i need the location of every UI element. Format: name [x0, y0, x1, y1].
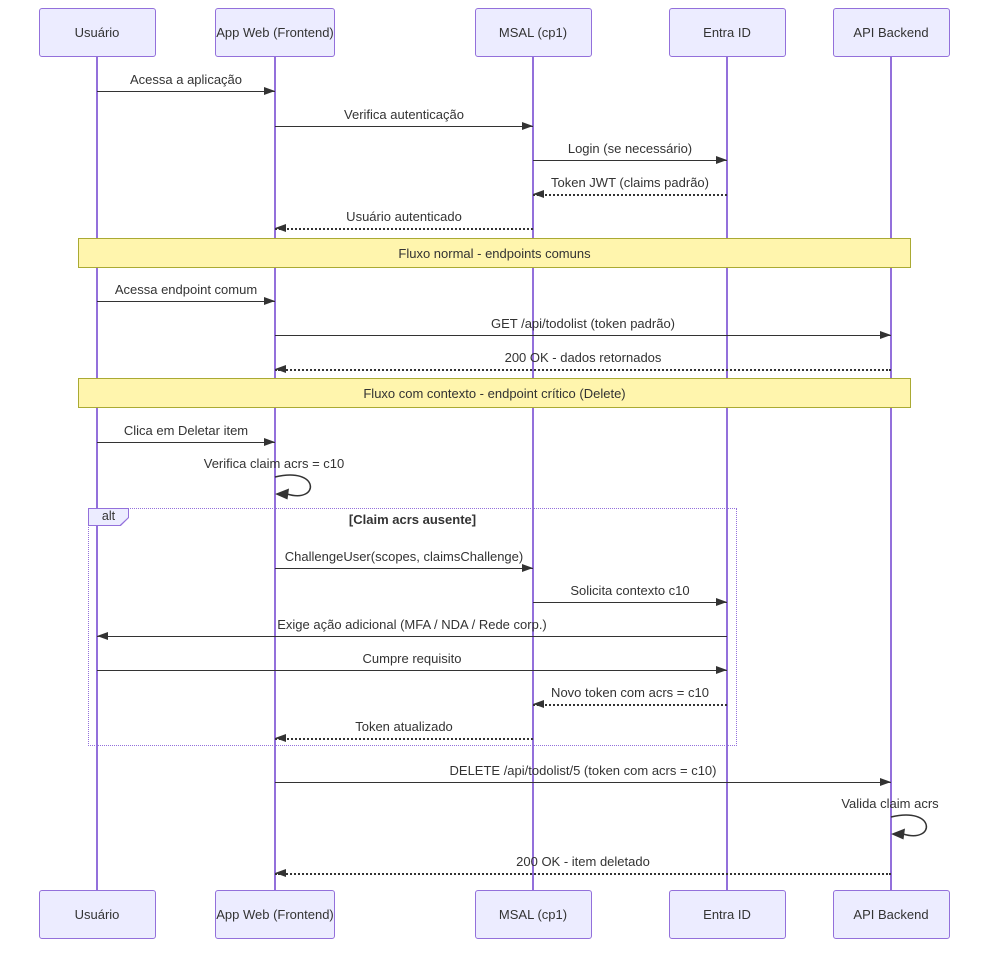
message-line-dotted — [533, 704, 727, 706]
alt-frame: alt [Claim acrs ausente] — [88, 508, 737, 746]
message-label: Novo token com acrs = c10 — [551, 685, 709, 700]
lifeline-appweb — [274, 57, 276, 891]
message-line-solid — [275, 335, 891, 336]
message-line-dotted — [533, 194, 727, 196]
message-line-dotted — [275, 873, 891, 875]
arrowhead-icon — [275, 734, 286, 742]
alt-label-box: alt — [88, 508, 129, 526]
arrowhead-icon — [533, 190, 544, 198]
message-line-dotted — [275, 738, 533, 740]
actor-msal-bottom: MSAL (cp1) — [474, 890, 592, 939]
actor-entra-top: Entra ID — [668, 8, 786, 57]
message-line-solid — [97, 301, 275, 302]
arrowhead-icon — [264, 438, 275, 446]
message-label: Exige ação adicional (MFA / NDA / Rede c… — [277, 617, 547, 632]
arrowhead-icon — [533, 700, 544, 708]
message-label: Acessa endpoint comum — [114, 282, 258, 297]
message-label: Cumpre requisito — [362, 651, 462, 666]
actor-appweb-bottom: App Web (Frontend) — [215, 890, 335, 939]
self-loop-label: Verifica claim acrs = c10 — [203, 456, 345, 471]
arrowhead-icon — [880, 331, 891, 339]
actor-usuario-bottom: Usuário — [38, 890, 156, 939]
arrowhead-icon — [275, 869, 286, 877]
lifeline-entra — [726, 57, 728, 891]
message-line-solid — [275, 568, 533, 569]
message-label: GET /api/todolist (token padrão) — [490, 316, 676, 331]
arrowhead-icon — [716, 666, 727, 674]
message-label: Usuário autenticado — [346, 209, 462, 224]
message-line-solid — [97, 91, 275, 92]
actor-api-bottom: API Backend — [832, 890, 950, 939]
message-line-solid — [275, 782, 891, 783]
message-label: Token JWT (claims padrão) — [551, 175, 709, 190]
lifeline-api — [890, 57, 892, 891]
message-line-dotted — [275, 369, 891, 371]
message-line-solid — [97, 670, 727, 671]
message-label: Solicita contexto c10 — [570, 583, 690, 598]
arrowhead-icon — [716, 598, 727, 606]
message-label: ChallengeUser(scopes, claimsChallenge) — [284, 549, 524, 564]
message-line-solid — [533, 160, 727, 161]
actor-appweb-top: App Web (Frontend) — [215, 8, 335, 57]
message-label: Acessa a aplicação — [129, 72, 243, 87]
actor-usuario-top: Usuário — [38, 8, 156, 57]
self-loop-label: Valida claim acrs — [841, 796, 939, 811]
alt-label: alt — [89, 509, 128, 525]
self-loop-arrow-icon — [890, 814, 928, 840]
message-label: Clica em Deletar item — [123, 423, 249, 438]
arrowhead-icon — [275, 224, 286, 232]
arrowhead-icon — [716, 156, 727, 164]
arrowhead-icon — [880, 778, 891, 786]
arrowhead-icon — [522, 564, 533, 572]
message-label: Token atualizado — [355, 719, 453, 734]
actor-msal-top: MSAL (cp1) — [474, 8, 592, 57]
arrowhead-icon — [264, 87, 275, 95]
message-line-dotted — [275, 228, 533, 230]
message-line-solid — [97, 442, 275, 443]
message-label: 200 OK - item deletado — [516, 854, 650, 869]
self-loop-arrow-icon — [274, 474, 312, 500]
note-band-1: Fluxo normal - endpoints comuns — [78, 238, 911, 268]
message-label: Verifica autenticação — [344, 107, 464, 122]
message-line-solid — [533, 602, 727, 603]
note-band-2: Fluxo com contexto - endpoint crítico (D… — [78, 378, 911, 408]
arrowhead-icon — [97, 632, 108, 640]
arrowhead-icon — [275, 365, 286, 373]
message-label: Login (se necessário) — [567, 141, 693, 156]
message-line-solid — [97, 636, 727, 637]
actor-entra-bottom: Entra ID — [668, 890, 786, 939]
alt-condition-label: [Claim acrs ausente] — [348, 512, 477, 527]
lifeline-usuario — [96, 57, 98, 891]
message-label: DELETE /api/todolist/5 (token com acrs =… — [449, 763, 717, 778]
actor-api-top: API Backend — [832, 8, 950, 57]
message-label: 200 OK - dados retornados — [504, 350, 662, 365]
arrowhead-icon — [264, 297, 275, 305]
message-line-solid — [275, 126, 533, 127]
arrowhead-icon — [522, 122, 533, 130]
lifeline-msal — [532, 57, 534, 891]
